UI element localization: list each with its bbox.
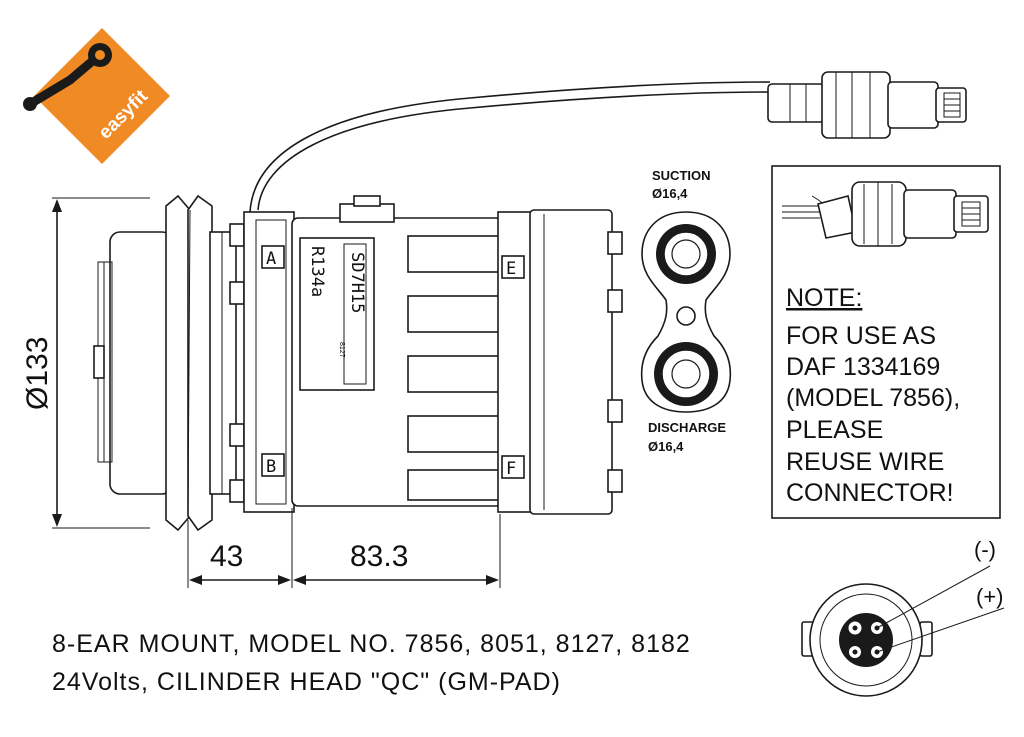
- plus-label: (+): [976, 584, 1004, 609]
- note-line-5: REUSE WIRE: [786, 448, 944, 476]
- width-a-label: 43: [210, 540, 243, 573]
- rear-bolts: [607, 231, 623, 493]
- caption-line-1: 8-EAR MOUNT, MODEL NO. 7856, 8051, 8127,…: [52, 630, 691, 658]
- discharge-size: Ø16,4: [648, 439, 684, 454]
- model-plate-text: SD7H15: [347, 252, 367, 313]
- port-f-label: F: [506, 459, 516, 479]
- compressor-body: A B E F SD7H15 R134a 8127: [229, 195, 623, 515]
- note-box: NOTE: FOR USE AS DAF 1334169 (MODEL 7856…: [771, 165, 1001, 519]
- clutch-pulley: [93, 194, 237, 532]
- discharge-label: DISCHARGE: [648, 420, 726, 435]
- port-pad: SUCTION Ø16,4 DISCHARGE Ø16,4: [640, 168, 732, 454]
- port-e-box: [501, 255, 525, 279]
- diameter-label: Ø133: [21, 337, 54, 410]
- logo-diamond: [34, 28, 170, 164]
- port-e-label: E: [506, 259, 516, 279]
- cylinder-fins: [407, 235, 507, 501]
- cable-plug: [249, 71, 967, 213]
- refrigerant-text: R134a: [307, 246, 327, 297]
- note-line-3: (MODEL 7856),: [786, 384, 960, 412]
- note-line-1: FOR USE AS: [786, 322, 936, 350]
- port-a-box: [261, 245, 285, 269]
- wrench-head-icon: [23, 97, 37, 111]
- diameter-dimension: Ø133: [21, 197, 150, 529]
- width-dimensions: 43 83.3: [187, 508, 501, 588]
- mounting-hole: [676, 306, 696, 326]
- pin-block: [839, 613, 893, 667]
- port-b-label: B: [266, 457, 276, 477]
- note-line-4: PLEASE: [786, 416, 883, 444]
- wire-connector-icon: [782, 181, 989, 247]
- port-a-label: A: [266, 249, 276, 269]
- name-plate: SD7H15 R134a 8127: [299, 237, 375, 391]
- easyfit-logo: easyfit: [23, 28, 170, 164]
- minus-label: (-): [974, 537, 996, 562]
- width-b-label: 83.3: [350, 540, 408, 573]
- port-f-box: [501, 455, 525, 479]
- suction-size: Ø16,4: [652, 186, 688, 201]
- note-line-6: CONNECTOR!: [786, 479, 954, 507]
- plate-code-text: 8127: [338, 342, 345, 358]
- caption-line-2: 24Volts, CILINDER HEAD "QC" (GM-PAD): [52, 668, 561, 696]
- note-line-2: DAF 1334169: [786, 353, 940, 381]
- connector-face: (-) (+): [801, 537, 1005, 697]
- note-heading: NOTE:: [786, 284, 862, 312]
- suction-label: SUCTION: [652, 168, 711, 183]
- port-b-box: [261, 453, 285, 477]
- front-bolts: [229, 223, 245, 503]
